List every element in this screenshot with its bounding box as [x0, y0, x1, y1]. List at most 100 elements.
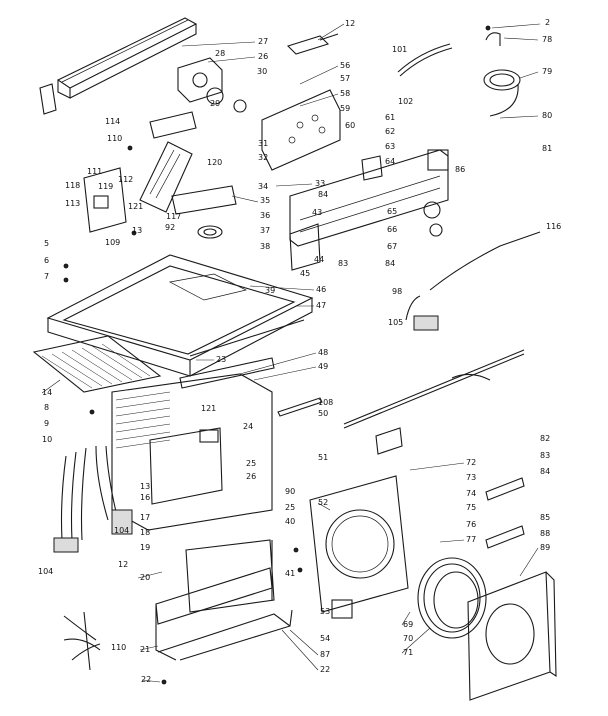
part-label-67: 67 — [387, 242, 397, 251]
part-label-37: 37 — [260, 226, 270, 235]
part-label-66: 66 — [387, 225, 397, 234]
part-label-44: 44 — [314, 255, 324, 264]
leader-lines — [41, 23, 541, 683]
part-label-7: 7 — [44, 272, 49, 281]
part-label-114: 114 — [105, 117, 120, 126]
part-label-10: 10 — [42, 435, 52, 444]
part-label-80: 80 — [542, 111, 552, 120]
part-label-121: 121 — [128, 202, 143, 211]
part-label-74: 74 — [466, 489, 476, 498]
part-label-60: 60 — [345, 121, 355, 130]
part-label-98: 98 — [392, 287, 402, 296]
part-label-64: 64 — [385, 157, 395, 166]
part-label-40: 40 — [285, 517, 295, 526]
part-label-58: 58 — [340, 89, 350, 98]
part-label-35: 35 — [260, 196, 270, 205]
part-label-22: 22 — [141, 675, 151, 684]
part-label-83: 83 — [338, 259, 348, 268]
part-label-85: 85 — [540, 513, 550, 522]
part-label-75: 75 — [466, 503, 476, 512]
part-label-54: 54 — [320, 634, 330, 643]
part-label-20: 20 — [140, 573, 150, 582]
console-panel — [261, 33, 341, 171]
part-label-83: 83 — [540, 451, 550, 460]
part-label-23: 23 — [216, 355, 226, 364]
part-label-13: 13 — [132, 226, 142, 235]
part-label-108: 108 — [318, 398, 333, 407]
part-label-38: 38 — [260, 242, 270, 251]
part-label-25: 25 — [246, 459, 256, 468]
part-label-28: 28 — [215, 49, 225, 58]
bottom-wire-harness — [63, 611, 101, 671]
right-wiring — [343, 231, 541, 429]
part-label-24: 24 — [243, 422, 253, 431]
part-label-30: 30 — [257, 67, 267, 76]
part-label-104: 104 — [114, 526, 129, 535]
part-label-21: 21 — [140, 645, 150, 654]
part-label-70: 70 — [403, 634, 413, 643]
part-label-90: 90 — [285, 487, 295, 496]
part-label-78: 78 — [542, 35, 552, 44]
part-label-81: 81 — [542, 144, 552, 153]
part-label-59: 59 — [340, 104, 350, 113]
part-label-51: 51 — [318, 453, 328, 462]
part-label-118: 118 — [65, 181, 80, 190]
part-label-121: 121 — [201, 404, 216, 413]
part-label-45: 45 — [300, 269, 310, 278]
part-label-50: 50 — [318, 409, 328, 418]
part-label-113: 113 — [65, 199, 80, 208]
hardware-screws — [63, 25, 491, 685]
part-label-32: 32 — [258, 153, 268, 162]
part-label-92: 92 — [165, 223, 175, 232]
part-label-62: 62 — [385, 127, 395, 136]
part-label-76: 76 — [466, 520, 476, 529]
top-trim-rail — [39, 17, 198, 115]
part-label-18: 18 — [140, 528, 150, 537]
door-ring — [417, 557, 487, 639]
top-cabinet — [46, 225, 314, 377]
control-housing — [289, 149, 449, 271]
part-label-46: 46 — [316, 285, 326, 294]
part-label-79: 79 — [542, 67, 552, 76]
timer-assembly — [177, 57, 247, 113]
part-label-57: 57 — [340, 74, 350, 83]
part-label-27: 27 — [258, 37, 268, 46]
wiring-harness — [53, 445, 133, 553]
part-label-105: 105 — [388, 318, 403, 327]
part-label-53: 53 — [320, 607, 330, 616]
part-label-8: 8 — [44, 403, 49, 412]
part-label-63: 63 — [385, 142, 395, 151]
part-label-52: 52 — [318, 498, 328, 507]
vent-plate — [83, 111, 237, 233]
part-label-73: 73 — [466, 473, 476, 482]
part-label-56: 56 — [340, 61, 350, 70]
part-label-110: 110 — [111, 643, 126, 652]
part-label-19: 19 — [140, 543, 150, 552]
part-label-61: 61 — [385, 113, 395, 122]
part-label-39: 39 — [265, 286, 275, 295]
part-label-17: 17 — [140, 513, 150, 522]
part-label-22: 22 — [320, 665, 330, 674]
part-label-101: 101 — [392, 45, 407, 54]
part-label-41: 41 — [285, 569, 295, 578]
part-label-111: 111 — [87, 167, 102, 176]
part-label-12: 12 — [345, 19, 355, 28]
part-label-25: 25 — [285, 503, 295, 512]
part-label-26: 26 — [246, 472, 256, 481]
part-label-104: 104 — [38, 567, 53, 576]
part-label-119: 119 — [98, 182, 113, 191]
top-right-hose — [397, 32, 521, 117]
part-label-88: 88 — [540, 529, 550, 538]
part-label-84: 84 — [385, 259, 395, 268]
part-label-102: 102 — [398, 97, 413, 106]
part-label-84: 84 — [540, 467, 550, 476]
part-label-65: 65 — [387, 207, 397, 216]
front-bulkhead — [309, 475, 409, 619]
part-label-117: 117 — [166, 212, 181, 221]
part-label-34: 34 — [258, 182, 268, 191]
part-label-12: 12 — [118, 560, 128, 569]
part-label-109: 109 — [105, 238, 120, 247]
part-label-72: 72 — [466, 458, 476, 467]
part-label-69: 69 — [403, 620, 413, 629]
